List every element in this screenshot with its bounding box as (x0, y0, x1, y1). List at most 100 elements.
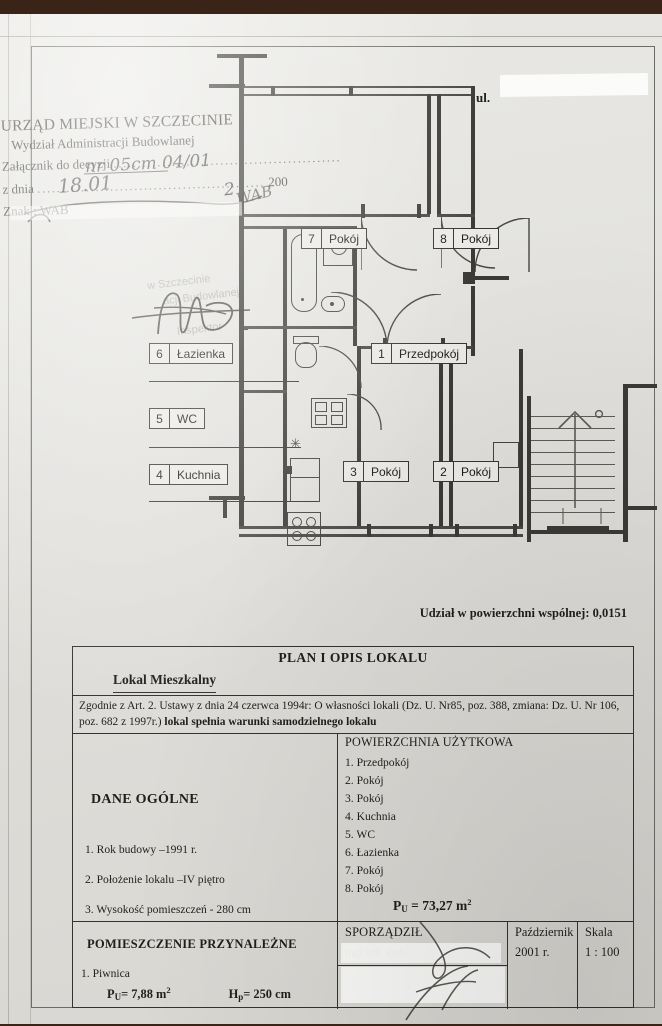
room-number: 1 (372, 344, 392, 363)
wall (283, 228, 287, 328)
leader-line (149, 447, 301, 449)
door-swing-arc (361, 214, 418, 271)
stove-burner-icon (331, 415, 343, 425)
refrigerator-freezer-icon (290, 458, 320, 478)
table-divider (73, 921, 633, 923)
wall (427, 94, 431, 214)
total-area-unit-exp: 2 (467, 897, 472, 907)
table-divider-vertical (337, 733, 339, 921)
room-label-8: 8 Pokój (433, 228, 500, 249)
room-label-2: 2 Pokój (433, 461, 500, 482)
signature-bottom (405, 921, 491, 1021)
sink-basin-icon (292, 517, 302, 527)
door-swing-arc (331, 292, 387, 348)
window-jamb (429, 524, 433, 537)
legal-statement-part1: Zgodnie z Art. 2. Ustawy z dnia 24 czerw… (79, 700, 620, 728)
sink-drain-icon (330, 302, 334, 306)
room-number: 3 (344, 462, 364, 481)
usable-area-item: 2. Pokój (345, 774, 384, 787)
usable-area-header: POWIERZCHNIA UŻYTKOWA (345, 735, 514, 749)
usable-area-item: 8. Pokój (345, 882, 384, 895)
wall (223, 496, 227, 518)
wall (623, 384, 657, 388)
paper-edge-left-inner (30, 14, 31, 1024)
paper-edge-top (0, 36, 662, 37)
stair-tread (531, 416, 615, 418)
table-divider (337, 965, 507, 967)
door-swing-arc (319, 346, 362, 389)
total-area-symbol: P (393, 898, 402, 913)
leader-line (149, 381, 299, 383)
room-name: Kuchnia (177, 467, 221, 482)
wall (471, 346, 475, 356)
door-jamb (361, 204, 365, 218)
wall (353, 228, 357, 328)
room-label-6: 6 Łazienka (149, 343, 234, 364)
wall (519, 349, 523, 528)
stair-tread (531, 452, 615, 454)
stair-tread (531, 512, 615, 514)
wall (437, 94, 441, 214)
wall-line (244, 390, 287, 393)
room-number: 5 (150, 409, 170, 428)
room-number: 6 (150, 344, 170, 363)
usable-area-item: 5. WC (345, 828, 376, 841)
window-jamb (367, 524, 371, 537)
wall (283, 392, 287, 528)
room-name: Pokój (329, 231, 360, 246)
general-data-item: 3. Wysokość pomieszczeń - 280 cm (85, 903, 251, 916)
general-data-item: 2. Położenie lokalu –IV piętro (85, 873, 225, 886)
bathtub-drain-icon (301, 298, 304, 301)
window-jamb (455, 524, 459, 537)
table-title: PLAN I OPIS LOKALU (278, 650, 428, 665)
wall-line (244, 94, 474, 96)
wall (449, 349, 453, 528)
legal-statement: Zgodnie z Art. 2. Ustawy z dnia 24 czerw… (79, 699, 629, 730)
usable-area-item: 3. Pokój (345, 792, 384, 805)
total-area-subscript: U (401, 904, 408, 914)
wall-line (244, 86, 474, 88)
sink-basin-icon (306, 531, 316, 541)
room-label-3: 3 Pokój (343, 461, 410, 482)
appurtenant-height-subscript: p (238, 992, 244, 1002)
wall (531, 530, 627, 534)
appurtenant-room-item: 1. Piwnica (81, 967, 130, 980)
wall-line (239, 534, 523, 537)
usable-area-item: 1. Przedpokój (345, 756, 410, 769)
total-area-value: = 73,27 m (411, 898, 468, 913)
room-number: 8 (434, 229, 454, 248)
stair-direction-arrow (558, 409, 604, 524)
door-swing-arc (441, 214, 496, 269)
stair-tread (531, 428, 615, 430)
usable-area-item: 6. Łazienka (345, 846, 400, 859)
wall (209, 84, 245, 88)
stove-burner-icon (315, 402, 327, 412)
stair-tread (531, 476, 615, 478)
prepared-by-header: SPORZĄDZIŁ (345, 925, 423, 939)
table-divider-vertical (577, 921, 579, 1009)
room-name: Przedpokój (399, 346, 460, 361)
stair-tread (531, 488, 615, 490)
fixture-detail (287, 466, 292, 474)
usable-area-item: 4. Kuchnia (345, 810, 396, 823)
wall (209, 496, 245, 500)
description-table: PLAN I OPIS LOKALU Lokal Mieszkalny Zgod… (72, 646, 634, 1009)
wall (439, 349, 443, 528)
document-paper: ✳ 7 Pokój 8 Pokój 6 Łazienka 1 Przedpokó… (0, 14, 662, 1024)
door-jamb (463, 272, 475, 284)
room-name: Pokój (461, 464, 492, 479)
stair-tread (531, 440, 615, 442)
sink-basin-icon (292, 531, 302, 541)
wall (623, 506, 657, 510)
appurtenant-area-subscript: U (114, 992, 122, 1002)
paper-edge-left-outer (8, 14, 9, 1024)
wall (357, 346, 361, 528)
door-swing-arc (347, 394, 382, 431)
wall (217, 54, 267, 58)
floor-plan-drawing: ✳ 7 Pokój 8 Pokój 6 Łazienka 1 Przedpokó… (31, 46, 657, 616)
wall-line (244, 326, 357, 329)
redaction-street (499, 72, 649, 98)
room-label-7: 7 Pokój (301, 228, 368, 249)
bathroom-sink-icon (321, 296, 345, 312)
